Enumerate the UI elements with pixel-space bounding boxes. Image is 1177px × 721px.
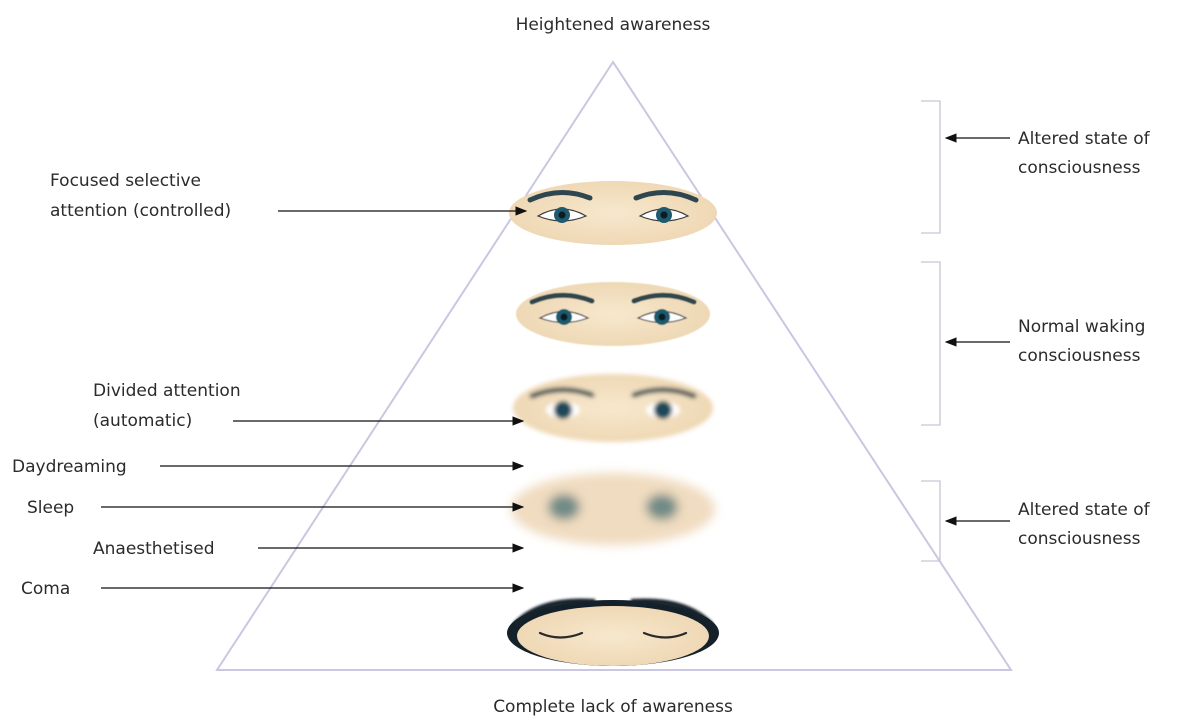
eyes-coma-image [507, 600, 719, 666]
label-altered-state-bottom: Altered state of consciousness [1018, 500, 1155, 549]
label-altered-state-top: Altered state of consciousness [1018, 129, 1155, 178]
bracket-altered-top [921, 101, 940, 233]
eyes-normal-image [516, 282, 710, 346]
label-focused-attention: Focused selective attention (controlled) [50, 171, 231, 221]
label-normal-waking-line1: Normal waking [1018, 317, 1145, 337]
label-focused-attention-line2: attention (controlled) [50, 201, 231, 221]
label-daydreaming: Daydreaming [12, 457, 127, 477]
label-normal-waking-line2: consciousness [1018, 346, 1141, 366]
top-label: Heightened awareness [516, 15, 711, 35]
label-sleep: Sleep [27, 498, 74, 518]
label-divided-attention-line1: Divided attention [93, 381, 241, 401]
label-altered-state-top-line2: consciousness [1018, 158, 1141, 178]
awareness-pyramid [217, 62, 1011, 670]
label-focused-attention-line1: Focused selective [50, 171, 201, 191]
label-coma: Coma [21, 579, 70, 599]
label-normal-waking: Normal waking consciousness [1018, 317, 1151, 366]
label-altered-state-bottom-line1: Altered state of [1018, 500, 1151, 520]
label-divided-attention-line2: (automatic) [93, 411, 192, 431]
label-divided-attention: Divided attention (automatic) [93, 381, 246, 431]
bottom-label: Complete lack of awareness [493, 697, 733, 717]
label-altered-state-bottom-line2: consciousness [1018, 529, 1141, 549]
eyes-sleep-image [511, 473, 715, 545]
label-anaesthetised: Anaesthetised [93, 539, 215, 559]
eyes-divided-image [513, 374, 713, 442]
label-altered-state-top-line1: Altered state of [1018, 129, 1151, 149]
bracket-normal-waking [921, 262, 940, 425]
eyes-focused-image [509, 181, 717, 245]
